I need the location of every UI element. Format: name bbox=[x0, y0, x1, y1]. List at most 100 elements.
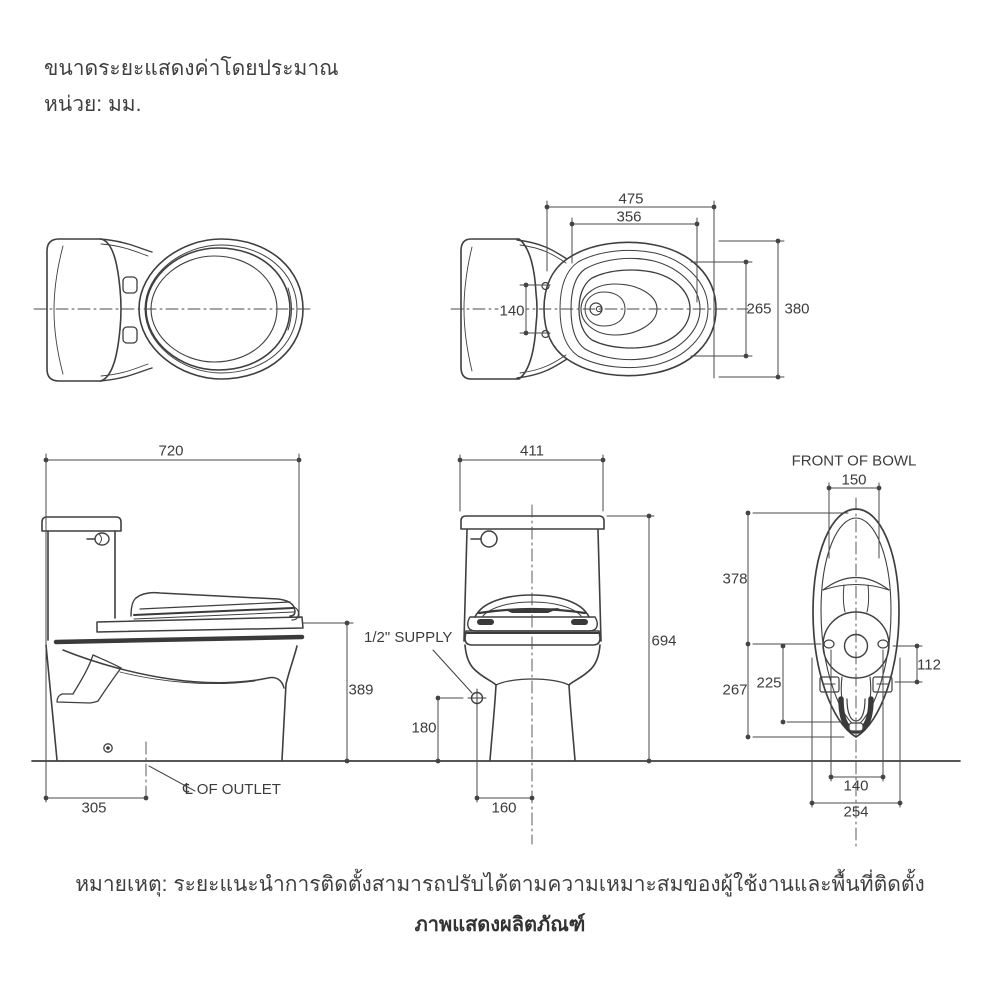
trap-side-left bbox=[840, 676, 843, 700]
dim-720 bbox=[45, 453, 300, 803]
dim-694 bbox=[606, 515, 655, 762]
side-view bbox=[41, 516, 305, 761]
dim-label-305: 305 bbox=[81, 799, 107, 817]
dim-label-112: 112 bbox=[917, 656, 941, 674]
seat-lid-hinge bbox=[130, 597, 137, 617]
supply-label: 1/2" SUPPLY bbox=[364, 629, 453, 646]
base-right-edge bbox=[281, 645, 298, 761]
dim-label-140-bottom: 140 bbox=[843, 777, 869, 795]
bowl-contour-1 bbox=[543, 241, 717, 377]
jet-hole-inner bbox=[595, 305, 603, 313]
trap-side-right bbox=[869, 676, 872, 700]
rim-shadow-band bbox=[53, 634, 305, 645]
outlet-centerline-label: ℄ OF OUTLET bbox=[183, 781, 281, 798]
seat-lid-seam-gap bbox=[505, 608, 560, 613]
neck-bottom-1 bbox=[516, 358, 568, 379]
hinge-tab-bottom bbox=[122, 326, 138, 344]
title-line-2: หน่วย: มม. bbox=[44, 93, 142, 116]
title-line-1: ขนาดระยะแสดงค่าโดยประมาณ bbox=[44, 57, 339, 80]
bolt-slot-left bbox=[823, 639, 835, 649]
rim-front-arc-2 bbox=[822, 584, 890, 591]
shell-outer bbox=[812, 508, 900, 738]
dim-475 bbox=[546, 200, 715, 379]
dim-380 bbox=[718, 240, 785, 378]
tank-top-outline bbox=[46, 238, 122, 382]
rim-front-arc-1 bbox=[822, 577, 890, 591]
dim-label-380: 380 bbox=[784, 300, 810, 318]
hinge-bolt-top bbox=[541, 281, 550, 291]
dim-label-720: 720 bbox=[158, 442, 184, 460]
dim-356 bbox=[571, 217, 698, 303]
dim-label-475: 475 bbox=[618, 190, 644, 208]
flush-button-face bbox=[98, 533, 102, 545]
footer-note: หมายเหตุ: ระยะแนะนำการติดตั้งสามารถปรับไ… bbox=[75, 873, 925, 896]
neck-bottom-2 bbox=[519, 354, 567, 374]
dim-254 bbox=[811, 657, 901, 808]
front-view bbox=[432, 515, 605, 761]
trap-curve-2 bbox=[97, 667, 122, 702]
mount-pad-left bbox=[819, 676, 840, 693]
bolt-slot-right bbox=[877, 639, 889, 649]
neck-top-1 bbox=[516, 239, 568, 260]
bowl-underside-inner bbox=[119, 671, 256, 685]
seat-lid-edge bbox=[139, 601, 291, 610]
neck-top-2 bbox=[100, 243, 149, 257]
base-drain-hole bbox=[103, 743, 113, 753]
trap-foot bbox=[56, 693, 99, 704]
supply-leader-line bbox=[432, 649, 473, 694]
rim-band bbox=[464, 630, 601, 646]
channel-left bbox=[842, 584, 846, 613]
pedestal-left bbox=[489, 684, 497, 761]
dim-label-225: 225 bbox=[756, 674, 782, 692]
neck-top-1 bbox=[99, 238, 153, 253]
dim-265 bbox=[690, 261, 753, 357]
base-drain-center bbox=[106, 746, 110, 750]
pedestal-right bbox=[568, 684, 576, 761]
seat-ring-edge bbox=[133, 607, 294, 616]
tank-top-contour bbox=[53, 245, 64, 375]
dim-label-265: 265 bbox=[746, 300, 772, 318]
front-of-bowl-title: FRONT OF BOWL bbox=[791, 452, 917, 470]
neck-bottom-1 bbox=[99, 367, 153, 382]
dim-label-356: 356 bbox=[616, 208, 642, 226]
pedestal-top-curve bbox=[495, 678, 570, 686]
lid-top-surface bbox=[150, 255, 278, 363]
dim-label-694: 694 bbox=[651, 632, 677, 650]
dim-label-411: 411 bbox=[520, 442, 544, 460]
footer-caption: ภาพแสดงผลิตภัณฑ์ bbox=[414, 914, 586, 936]
seat-ring-under bbox=[133, 611, 295, 620]
bowl-outer-rim bbox=[138, 238, 304, 380]
dim-150 bbox=[828, 482, 880, 559]
seat-bumper-left bbox=[477, 619, 494, 625]
dim-label-267: 267 bbox=[722, 681, 748, 699]
lid-front-lip bbox=[287, 287, 292, 331]
dim-180 bbox=[437, 697, 464, 762]
channel-right bbox=[866, 584, 870, 613]
dim-267 bbox=[747, 643, 845, 738]
seat-front-lip bbox=[291, 606, 300, 621]
dim-389 bbox=[302, 622, 354, 762]
dim-label-378: 378 bbox=[722, 570, 748, 588]
bowl-underside-sweep bbox=[62, 649, 285, 689]
seat-lid-profile bbox=[135, 591, 296, 617]
dim-label-254: 254 bbox=[843, 803, 869, 821]
dim-378 bbox=[747, 512, 849, 645]
hinge-bolt-bottom bbox=[541, 329, 550, 339]
bowl-rim-2 bbox=[144, 244, 298, 374]
tank-lid bbox=[460, 515, 605, 530]
tank-top-contour bbox=[463, 246, 473, 372]
dim-label-140-top: 140 bbox=[498, 302, 526, 320]
outlet-leader-line bbox=[148, 765, 196, 792]
dim-160 bbox=[476, 706, 533, 803]
dim-label-160: 160 bbox=[491, 799, 517, 817]
top-view-seat-closed bbox=[46, 238, 304, 382]
dim-411 bbox=[459, 454, 604, 512]
bowl-contour-2 bbox=[559, 249, 709, 369]
water-surface bbox=[580, 283, 658, 336]
hinge-tab-top bbox=[122, 276, 138, 294]
jet-pocket bbox=[584, 291, 626, 327]
tank-lid bbox=[41, 516, 122, 532]
dim-label-150: 150 bbox=[841, 471, 867, 489]
